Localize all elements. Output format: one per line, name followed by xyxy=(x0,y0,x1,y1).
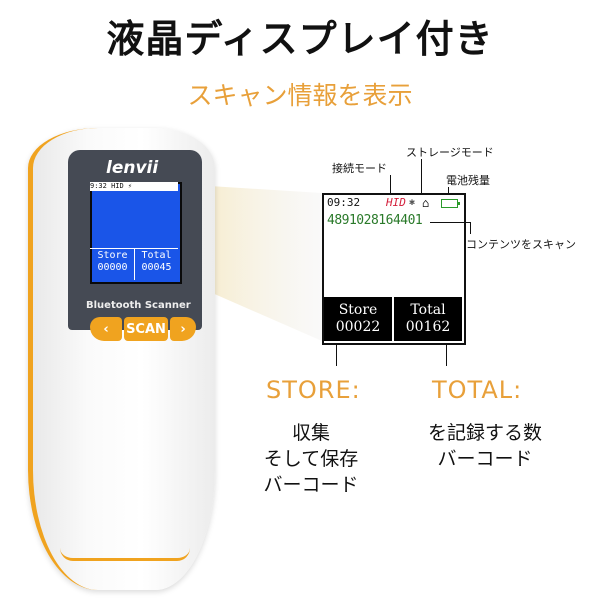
scanner-screen xyxy=(90,182,182,284)
store-pointer xyxy=(336,344,337,366)
page-title: 液晶ディスプレイ付き xyxy=(106,17,494,61)
scanner-accent xyxy=(60,548,190,561)
scanner-total-cell: Total 00045 xyxy=(135,250,178,278)
zoom-total-cell: Total 00162 xyxy=(394,302,462,342)
scanner-screen-status: 9:32 HID ⚡ xyxy=(90,182,178,191)
connection-mode-label: 接続モード xyxy=(332,162,387,175)
scan-content-pointer-v xyxy=(470,222,471,234)
zoom-store-label: Store xyxy=(338,302,378,318)
battery-label: 電池残量 xyxy=(446,174,490,187)
total-pointer xyxy=(446,344,447,366)
store-description: 収集 そして保存 バーコード xyxy=(246,420,376,498)
zoom-bottom-divider xyxy=(392,297,394,341)
scanner-store-value: 00000 xyxy=(97,262,128,273)
home-icon: ⌂ xyxy=(422,196,430,210)
store-desc-line: 収集 xyxy=(291,422,330,444)
zoom-store-cell: Store 00022 xyxy=(324,302,392,342)
brand-logo: lenvii xyxy=(106,158,159,178)
zoom-status-bar: 09:32 HID ✱ ⌂ xyxy=(324,195,464,211)
model-label: Bluetooth Scanner xyxy=(86,300,191,311)
scan-content-label: コンテンツをスキャン xyxy=(466,238,576,251)
scan-button[interactable]: SCAN xyxy=(124,317,168,341)
scanner-screen-divider-v xyxy=(134,248,135,280)
storage-mode-pointer xyxy=(421,159,422,193)
total-description: を記録する数 バーコード xyxy=(410,420,560,472)
scanner-store-cell: Store 00000 xyxy=(91,250,134,278)
total-desc-line: バーコード xyxy=(437,448,533,470)
total-heading: TOTAL: xyxy=(432,376,523,404)
battery-pointer xyxy=(448,187,449,195)
total-desc-line: を記録する数 xyxy=(427,422,542,444)
scanner-total-value: 00045 xyxy=(141,262,172,273)
zoom-total-value: 00162 xyxy=(405,319,451,335)
scanner-total-label: Total xyxy=(141,250,172,261)
store-desc-line: そして保存 xyxy=(263,448,359,470)
store-desc-line: バーコード xyxy=(263,474,359,496)
zoom-time: 09:32 xyxy=(327,196,361,209)
store-heading: STORE: xyxy=(266,376,361,404)
page-subtitle: スキャン情報を表示 xyxy=(187,81,413,110)
connection-mode-pointer xyxy=(390,175,391,195)
battery-icon xyxy=(441,199,460,208)
arrow-right-icon: › xyxy=(180,321,186,337)
zoom-total-label: Total xyxy=(410,302,446,318)
scanner-store-label: Store xyxy=(97,250,128,261)
arrow-left-icon: ‹ xyxy=(103,321,109,337)
zoom-store-value: 00022 xyxy=(335,319,381,335)
left-button[interactable]: ‹ xyxy=(90,317,122,341)
bluetooth-icon: ✱ xyxy=(409,197,416,208)
scan-content-pointer-h xyxy=(430,222,470,223)
right-button[interactable]: › xyxy=(170,317,196,341)
storage-mode-label: ストレージモード xyxy=(406,146,494,159)
zoom-mode: HID xyxy=(386,196,406,209)
zoom-barcode: 4891028164401 xyxy=(327,213,423,228)
